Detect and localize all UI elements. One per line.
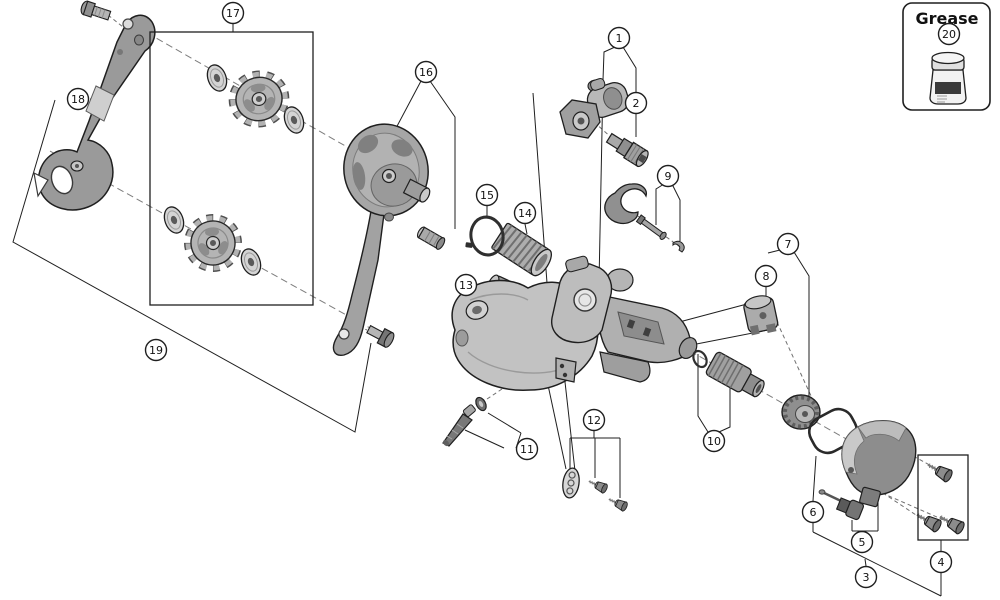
- o-ring: [692, 349, 708, 369]
- stud-pin: [442, 404, 476, 447]
- callout-13: 13: [454, 273, 478, 297]
- svg-text:12: 12: [587, 414, 601, 427]
- inner-cage-plate: [33, 14, 156, 211]
- screw-group-box: [917, 454, 969, 541]
- svg-text:15: 15: [480, 189, 494, 202]
- link-screw: [585, 476, 610, 495]
- callout-16: 16: [414, 60, 438, 84]
- svg-text:10: 10: [707, 435, 721, 448]
- link-plate: [562, 467, 580, 499]
- callout-14: 14: [513, 201, 537, 225]
- svg-text:6: 6: [810, 506, 817, 519]
- callout-7: 7: [776, 232, 800, 256]
- callout-20: 20: [937, 22, 961, 46]
- callout-2: 2: [624, 91, 648, 115]
- spring-seal-ring: [465, 215, 505, 257]
- cage-pulley-bolt: [366, 324, 395, 348]
- callout-10: 10: [702, 429, 726, 453]
- guide-pulley: [227, 69, 290, 130]
- link-screw: [605, 494, 630, 513]
- callout-1: 1: [607, 26, 631, 50]
- bracket-bolt: [605, 132, 649, 168]
- svg-text:18: 18: [71, 93, 85, 106]
- inner-plate-bolt: [80, 0, 112, 21]
- tension-pulley-washer: [160, 203, 188, 237]
- bracket-axle-unit: [559, 78, 630, 139]
- grease-box: Grease: [902, 2, 991, 111]
- callout-9: 9: [656, 164, 680, 188]
- svg-text:8: 8: [763, 270, 770, 283]
- svg-text:7: 7: [785, 238, 792, 251]
- bushing: [705, 351, 765, 398]
- svg-text:14: 14: [518, 207, 532, 220]
- adjust-knob: [781, 394, 821, 430]
- svg-text:17: 17: [226, 7, 240, 20]
- svg-text:20: 20: [942, 28, 956, 41]
- callout-4: 4: [929, 550, 953, 574]
- tension-pulley: [182, 212, 243, 273]
- callout-19: 19: [144, 338, 168, 362]
- svg-text:19: 19: [149, 344, 163, 357]
- callout-6: 6: [801, 500, 825, 524]
- derailleur-body: [451, 255, 698, 391]
- svg-text:11: 11: [520, 443, 534, 456]
- grease-label: Grease: [915, 9, 978, 28]
- svg-text:5: 5: [859, 536, 866, 549]
- outer-cage-plate: [332, 123, 431, 356]
- cage-stopper-pin: [416, 226, 446, 250]
- callout-3: 3: [854, 565, 878, 589]
- pulley-group-box: [149, 31, 314, 306]
- tension-pulley-washer: [237, 245, 265, 279]
- motor-unit: [841, 420, 917, 508]
- svg-text:3: 3: [863, 571, 870, 584]
- callout-17: 17: [221, 1, 245, 25]
- leader-lines: [12, 24, 950, 597]
- svg-text:13: 13: [459, 279, 473, 292]
- callout-11: 11: [515, 437, 539, 461]
- b-link-hook: [604, 183, 685, 253]
- svg-text:1: 1: [616, 32, 623, 45]
- callouts: 1 2 3 4 5 6 7 8 9 10 11 12 13 14 15 16 1…: [66, 1, 961, 589]
- svg-text:9: 9: [665, 170, 672, 183]
- fixing-screw: [923, 458, 955, 485]
- svg-text:16: 16: [419, 66, 433, 79]
- cable-plug: [818, 489, 865, 521]
- callout-8: 8: [754, 264, 778, 288]
- callout-12: 12: [582, 408, 606, 432]
- seal-gasket: [807, 407, 859, 455]
- stud-washer: [475, 396, 487, 412]
- callout-5: 5: [850, 530, 874, 554]
- callout-15: 15: [475, 183, 499, 207]
- grease-jar-icon: [929, 51, 967, 105]
- switch-unit: [743, 295, 779, 336]
- svg-text:4: 4: [938, 556, 945, 569]
- callout-18: 18: [66, 87, 90, 111]
- svg-text:2: 2: [633, 97, 640, 110]
